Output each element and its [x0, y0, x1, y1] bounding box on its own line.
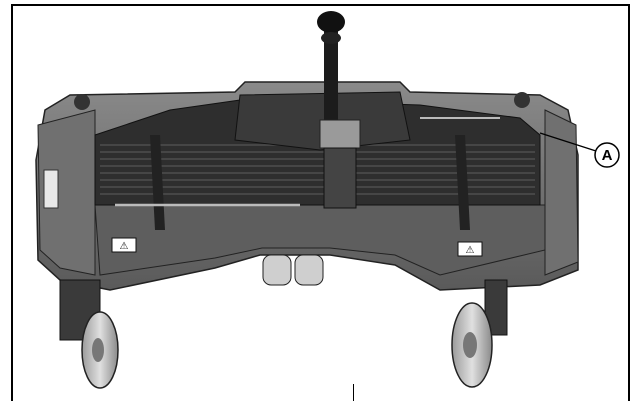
callout-a: A — [594, 142, 620, 168]
safety-decal-left: ⚠ — [111, 237, 137, 253]
gearbox-bracket — [319, 119, 361, 149]
safety-decal-right: ⚠ — [457, 241, 483, 257]
svg-text:⚠: ⚠ — [466, 245, 475, 256]
frame-tick — [353, 384, 354, 401]
side-decal — [43, 169, 59, 209]
deck-right-side — [544, 109, 579, 276]
deck-left-side — [37, 109, 96, 276]
right-caster-wheel — [451, 279, 508, 388]
left-caster-wheel — [59, 279, 119, 389]
drive-shaft — [324, 30, 338, 122]
callout-a-label: A — [602, 147, 613, 164]
front-rollers — [262, 254, 324, 286]
rear-corner-posts — [74, 92, 530, 110]
callout-a-leader — [539, 132, 597, 152]
svg-text:⚠: ⚠ — [120, 241, 129, 252]
shaft-knob — [317, 11, 345, 33]
